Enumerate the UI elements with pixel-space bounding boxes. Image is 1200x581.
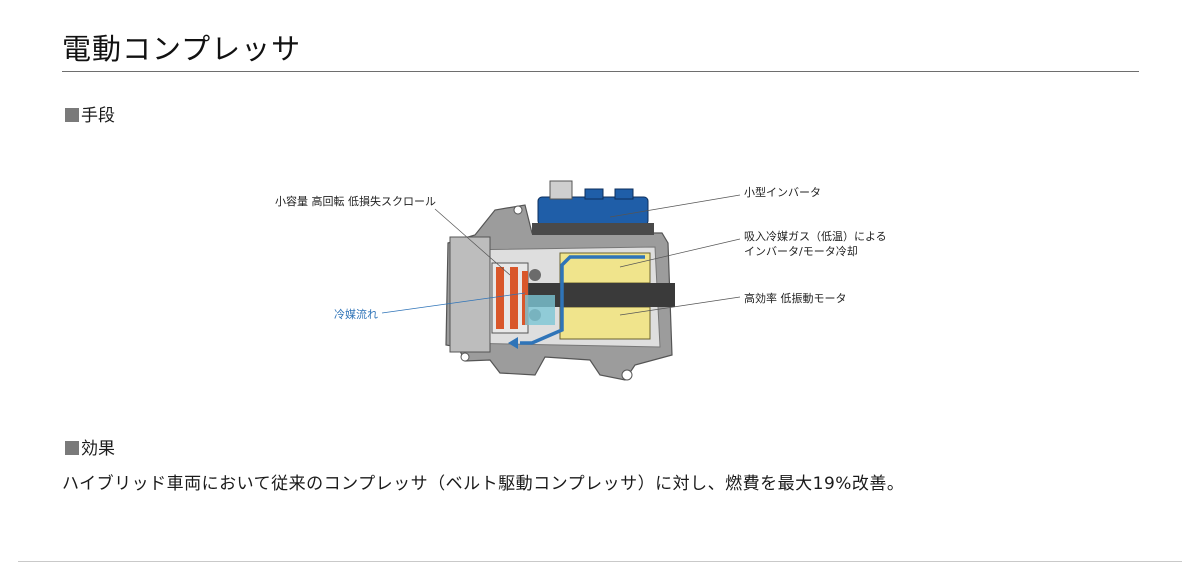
inverter-terminal-2 xyxy=(614,188,634,200)
bearing xyxy=(529,269,541,281)
leader-line-scroll xyxy=(434,208,511,276)
inverter-base xyxy=(532,223,654,235)
leader-line-cooling xyxy=(619,238,741,268)
leader-line-flow xyxy=(381,292,526,314)
section-heading-means-label: 手段 xyxy=(81,106,115,126)
leader-line-inverter xyxy=(609,194,741,218)
inverter-terminal xyxy=(584,188,604,200)
inverter-block xyxy=(537,196,649,226)
bottom-divider xyxy=(18,561,1182,562)
label-cooling-line2: インバータ/モータ冷却 xyxy=(744,245,858,258)
label-inverter: 小型インバータ xyxy=(744,185,821,199)
scroll-element-1 xyxy=(496,267,504,329)
effect-description: ハイブリッド車両において従来のコンプレッサ（ベルト駆動コンプレッサ）に対し、燃費… xyxy=(62,474,905,494)
end-cap xyxy=(449,236,491,353)
label-scroll: 小容量 高回転 低損失スクロール xyxy=(275,194,436,208)
mount-bolt xyxy=(513,205,523,215)
label-cooling-line1: 吸入冷媒ガス（低温）による xyxy=(744,230,887,243)
compressor-cutaway-illustration: 小容量 高回転 低損失スクロール 冷媒流れ 小型インバータ 吸入冷媒ガス（低温）… xyxy=(275,180,887,381)
square-bullet-icon xyxy=(65,441,79,455)
mount-bolt xyxy=(621,369,633,381)
title-divider xyxy=(62,71,1139,72)
page-title: 電動コンプレッサ xyxy=(62,32,302,66)
refrigerant-flow-arrowhead xyxy=(508,337,518,349)
motor-stator-bottom xyxy=(559,306,651,340)
inverter-connector xyxy=(549,180,573,200)
coolant-band xyxy=(525,295,555,325)
section-heading-effect: 効果 xyxy=(65,434,115,459)
refrigerant-flow-arrow xyxy=(520,255,645,345)
compressor-diagram: 小容量 高回転 低損失スクロール 冷媒流れ 小型インバータ 吸入冷媒ガス（低温）… xyxy=(270,175,910,390)
label-refrigerant-flow: 冷媒流れ xyxy=(334,307,378,321)
section-heading-effect-label: 効果 xyxy=(81,439,115,459)
scroll-element-2 xyxy=(510,267,518,329)
leader-line-motor xyxy=(619,296,741,316)
mount-bolt xyxy=(460,352,470,362)
square-bullet-icon xyxy=(65,108,79,122)
section-heading-means: 手段 xyxy=(65,101,115,126)
label-motor: 高効率 低振動モータ xyxy=(744,291,847,305)
